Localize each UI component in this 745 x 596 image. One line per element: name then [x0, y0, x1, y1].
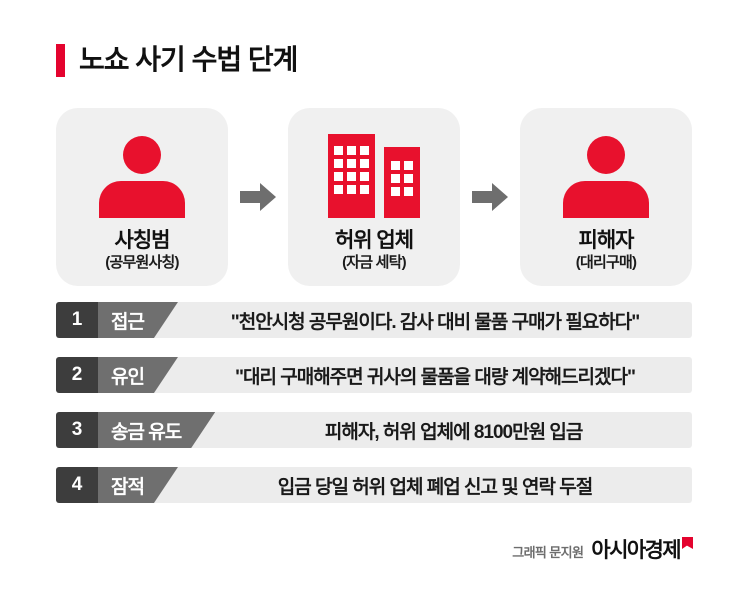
step-tag: 유인 — [98, 357, 178, 393]
flow-card-label: 피해자 — [578, 229, 635, 252]
step-row: 1 접근 "천안시청 공무원이다. 감사 대비 물품 구매가 필요하다" — [56, 302, 692, 338]
step-row: 4 잠적 입금 당일 허위 업체 폐업 신고 및 연락 두절 — [56, 467, 692, 503]
page-title-text: 노쇼 사기 수법 단계 — [79, 44, 298, 75]
step-number: 4 — [56, 467, 98, 503]
step-description: "천안시청 공무원이다. 감사 대비 물품 구매가 필요하다" — [151, 302, 692, 338]
person-icon — [99, 128, 185, 218]
flow-card-sublabel: (자금 세탁) — [342, 254, 407, 272]
step-list: 1 접근 "천안시청 공무원이다. 감사 대비 물품 구매가 필요하다" 2 유… — [56, 302, 692, 503]
step-tag: 접근 — [98, 302, 178, 338]
person-head-shape — [123, 136, 161, 174]
flow-card-label: 사칭범 — [114, 229, 171, 252]
step-description: 피해자, 허위 업체에 8100만원 입금 — [189, 412, 692, 448]
page-title: 노쇼 사기 수법 단계 — [56, 40, 298, 80]
flow-card-impersonator: 사칭범 (공무원사칭) — [56, 108, 228, 286]
step-description: "대리 구매해주면 귀사의 물품을 대량 계약해드리겠다" — [151, 357, 692, 393]
flow-card-victim: 피해자 (대리구매) — [520, 108, 692, 286]
flow-card-sublabel: (대리구매) — [575, 254, 637, 272]
building-tall-shape — [328, 134, 375, 218]
arrow-right-icon — [240, 180, 276, 214]
step-number: 1 — [56, 302, 98, 338]
flow-card-fake-company: 허위 업체 (자금 세탁) — [288, 108, 460, 286]
flow-card-label: 허위 업체 — [334, 229, 414, 252]
person-body-shape — [563, 181, 649, 218]
graphic-credit-text: 그래픽 문지원 — [512, 545, 584, 560]
person-icon — [563, 128, 649, 218]
footer-credit: 그래픽 문지원 아시아경제 — [512, 540, 693, 561]
flow-diagram: 사칭범 (공무원사칭) 허위 업체 (자 — [56, 108, 692, 286]
brand-logo: 아시아경제 — [591, 540, 693, 561]
step-description: 입금 당일 허위 업체 폐업 신고 및 연락 두절 — [151, 467, 692, 503]
step-number: 3 — [56, 412, 98, 448]
step-tag: 송금 유도 — [98, 412, 215, 448]
title-accent-bar — [56, 43, 65, 77]
flow-card-sublabel: (공무원사칭) — [105, 254, 179, 272]
step-number: 2 — [56, 357, 98, 393]
buildings-icon — [328, 128, 420, 218]
brand-name-text: 아시아경제 — [591, 539, 681, 562]
person-head-shape — [587, 136, 625, 174]
arrow-right-icon — [472, 180, 508, 214]
building-short-shape — [384, 147, 420, 218]
step-row: 2 유인 "대리 구매해주면 귀사의 물품을 대량 계약해드리겠다" — [56, 357, 692, 393]
step-row: 3 송금 유도 피해자, 허위 업체에 8100만원 입금 — [56, 412, 692, 448]
person-body-shape — [99, 181, 185, 218]
asiae-logo-mark-icon — [682, 537, 693, 549]
